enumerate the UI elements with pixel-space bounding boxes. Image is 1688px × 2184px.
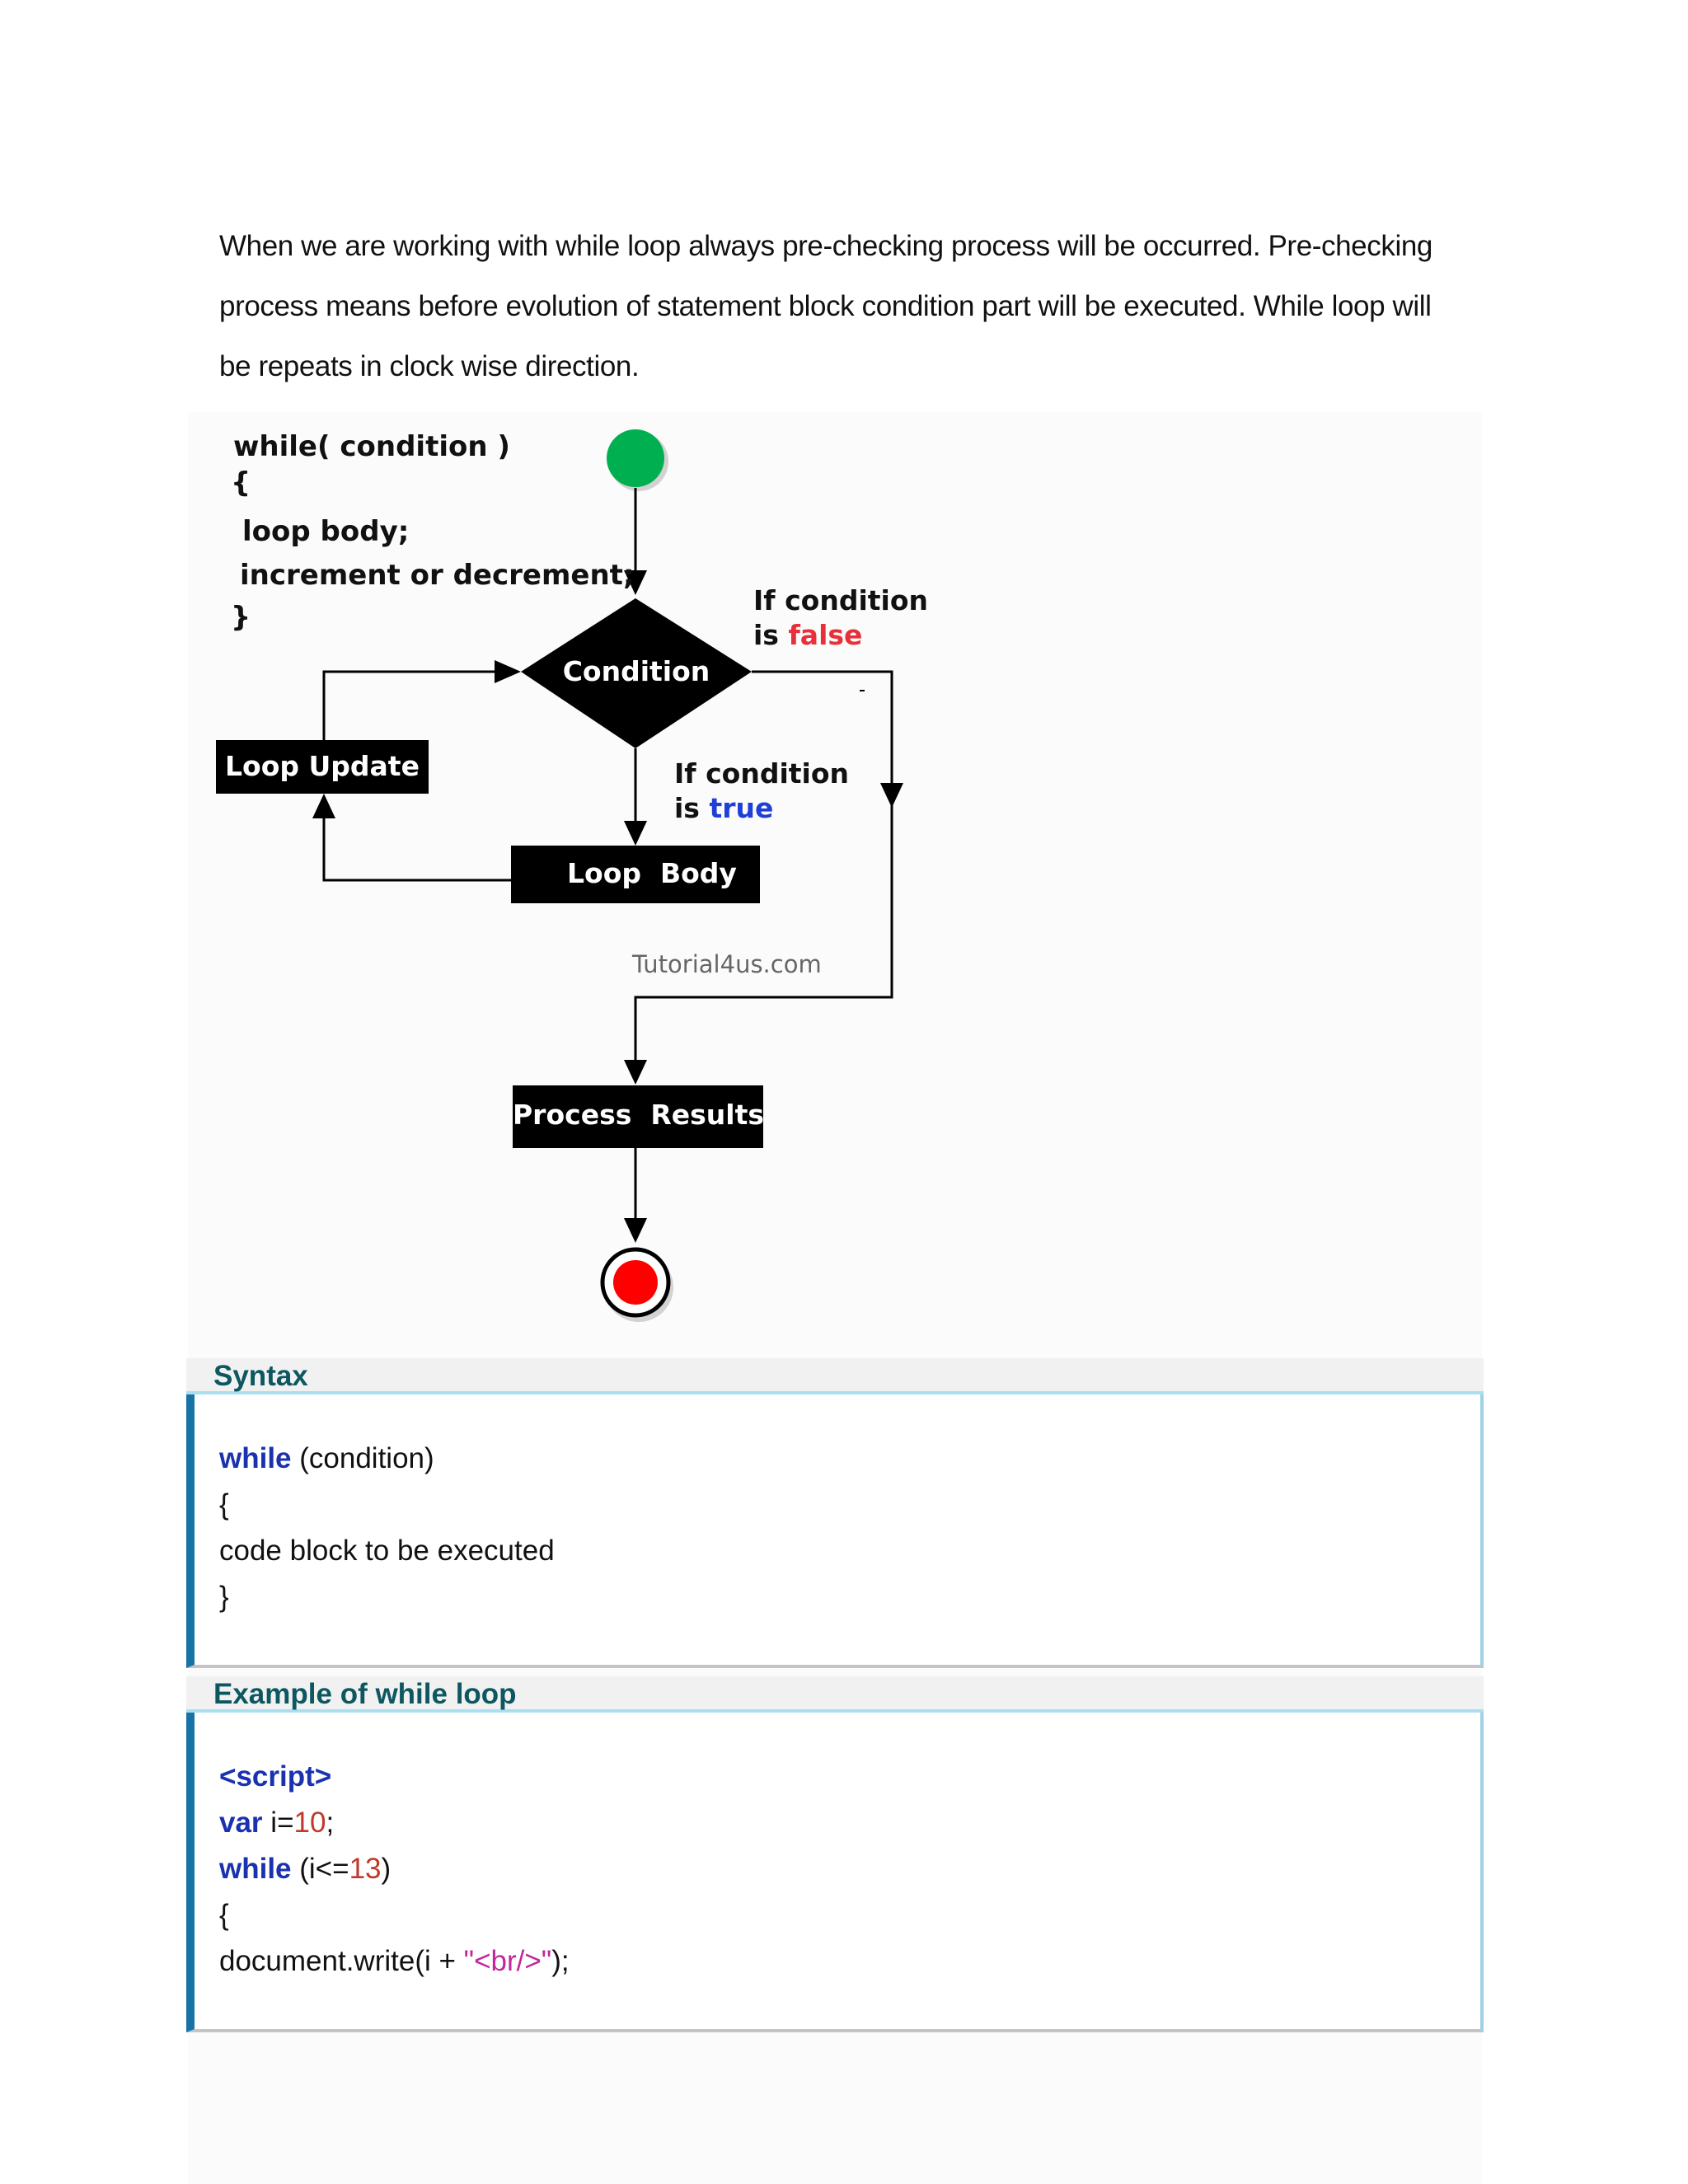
example-code-box: <script> var i=10; while (i<=13) { docum… [186, 1713, 1484, 2032]
flowchart-graphics [216, 429, 903, 1322]
code-text: ) [381, 1853, 392, 1885]
code-line: document.write(i + "<br/>"); [219, 1938, 1480, 1985]
diagram-code-line: loop body; [242, 515, 410, 548]
while-loop-flowchart: while( condition ) { loop body; incremen… [216, 429, 928, 1322]
code-text: (i<= [291, 1853, 349, 1885]
diagram-code-line: { [231, 466, 251, 499]
syntax-code-box: while (condition) { code block to be exe… [186, 1394, 1484, 1668]
code-line: } [219, 1581, 229, 1613]
loop-update-label: Loop Update [225, 750, 420, 782]
code-text: document.write(i + [219, 1945, 464, 1977]
false-value: false [788, 619, 863, 651]
true-value: true [709, 792, 774, 824]
code-text: i= [262, 1807, 294, 1839]
diagram-code-line: while( condition ) [233, 430, 510, 463]
code-text: ); [551, 1945, 570, 1977]
code-line: <script> [219, 1754, 1480, 1800]
syntax-title: Syntax [186, 1358, 1484, 1394]
condition-diamond [521, 598, 752, 748]
true-note-prefix: If condition [674, 757, 850, 790]
code-line: code block to be executed [219, 1535, 555, 1567]
keyword: var [219, 1807, 263, 1839]
number-literal: 10 [293, 1807, 326, 1839]
code-line: { [219, 1488, 229, 1521]
diagram-code-line: increment or decrement; [240, 559, 635, 592]
true-note-is: is [674, 792, 710, 824]
process-results-label: Process Results [513, 1099, 764, 1131]
start-node-fill [607, 429, 664, 487]
code-text: (condition) [291, 1442, 434, 1474]
end-node-fill [613, 1260, 658, 1305]
false-note-is: is [753, 619, 789, 651]
watermark: Tutorial4us.com [632, 950, 822, 978]
example-title: Example of while loop [186, 1676, 1484, 1713]
loop-body-label: Loop Body [567, 857, 737, 889]
false-note-line: is false [753, 618, 928, 653]
true-note: If condition is true [674, 757, 849, 826]
loop-update-box [216, 740, 429, 794]
false-path-arrow [634, 670, 893, 1065]
number-literal: 13 [349, 1853, 382, 1885]
body-to-update-arrow [322, 816, 511, 882]
code-line: while (i<=13) [219, 1846, 1480, 1892]
loop-body-box [511, 846, 760, 903]
condition-label: Condition [562, 655, 710, 687]
update-to-condition-arrow [322, 670, 499, 740]
keyword: while [219, 1853, 292, 1885]
code-line: while (condition) [219, 1436, 1480, 1482]
false-note-prefix: If condition [753, 584, 929, 616]
true-note-line: is true [674, 791, 849, 826]
intro-paragraph: When we are working with while loop alwa… [219, 216, 1480, 396]
code-line: var i=10; [219, 1800, 1480, 1846]
false-note: If condition is false [753, 583, 928, 653]
script-tag: <script> [219, 1760, 332, 1793]
intro-line: When we are working with while loop alwa… [219, 230, 1432, 262]
process-results-box [513, 1085, 763, 1148]
intro-line: be repeats in clock wise direction. [219, 350, 640, 382]
code-line: { [219, 1899, 229, 1931]
intro-line: process means before evolution of statem… [219, 290, 1432, 322]
code-text: ; [326, 1807, 335, 1839]
string-literal: "<br/>" [463, 1945, 552, 1977]
diagram-code-line: } [231, 601, 251, 634]
keyword: while [219, 1442, 292, 1474]
